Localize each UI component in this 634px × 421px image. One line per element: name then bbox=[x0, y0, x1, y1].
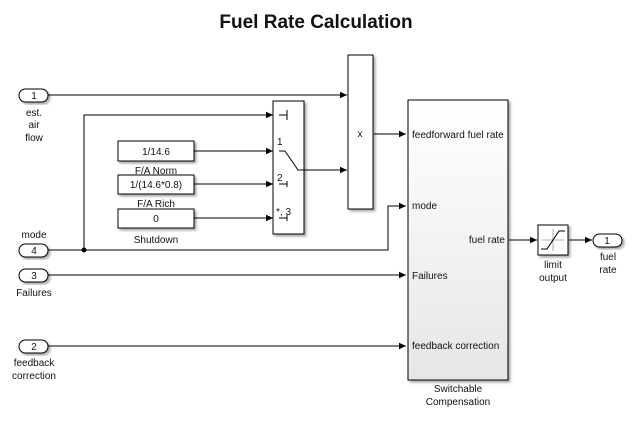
constant-block-3[interactable]: 0 Shutdown bbox=[117, 208, 195, 246]
outport-label: rate bbox=[599, 265, 617, 276]
constant-label: F/A Norm bbox=[135, 166, 177, 177]
constant-value: 1/14.6 bbox=[142, 147, 170, 158]
port-label-mode: mode bbox=[412, 201, 437, 212]
inport-number: 1 bbox=[31, 91, 37, 102]
constant-block-2[interactable]: 1/(14.6*0.8) F/A Rich bbox=[117, 174, 195, 210]
outport-fuel-rate[interactable]: 1 fuel rate bbox=[592, 233, 623, 276]
inport-number: 4 bbox=[31, 246, 37, 257]
constant-value: 1/(14.6*0.8) bbox=[130, 180, 182, 191]
saturation-label: output bbox=[539, 273, 567, 284]
switch-port-label: 2 bbox=[277, 173, 283, 184]
switch-port-label: 1 bbox=[277, 137, 283, 148]
diagram-title: Fuel Rate Calculation bbox=[219, 12, 412, 33]
product-block[interactable]: x bbox=[347, 54, 374, 210]
saturation-block[interactable]: limit output bbox=[537, 224, 569, 284]
inport-label: Failures bbox=[16, 288, 52, 299]
inport-label: correction bbox=[12, 371, 56, 382]
outport-label: fuel bbox=[600, 252, 616, 263]
constant-block-1[interactable]: 1/14.6 F/A Norm bbox=[117, 140, 195, 177]
branch-point bbox=[81, 247, 87, 253]
inport-number: 3 bbox=[31, 271, 37, 282]
port-label-feedforward: feedforward fuel rate bbox=[412, 130, 504, 141]
signal-lines bbox=[48, 91, 592, 350]
saturation-curve-icon bbox=[541, 230, 565, 250]
inport-number: 2 bbox=[31, 342, 37, 353]
product-symbol: x bbox=[358, 129, 363, 140]
saturation-label: limit bbox=[544, 260, 562, 271]
port-label-feedback: feedback correction bbox=[412, 341, 499, 352]
switch-arm bbox=[284, 150, 305, 171]
wire-mode-to-switch bbox=[83, 111, 273, 250]
subsystem-name: Compensation bbox=[426, 397, 490, 408]
inport-feedback-correction[interactable]: 2 feedback correction bbox=[12, 339, 56, 382]
inport-mode[interactable]: mode 4 bbox=[18, 230, 49, 258]
port-label-fuel-rate: fuel rate bbox=[469, 235, 506, 246]
inport-failures[interactable]: 3 Failures bbox=[16, 268, 52, 299]
subsystem-name: Switchable bbox=[434, 384, 483, 395]
inport-label: feedback bbox=[14, 358, 56, 369]
constant-value: 0 bbox=[153, 214, 159, 225]
constant-label: F/A Rich bbox=[137, 199, 175, 210]
wire-mode-to-compensation bbox=[48, 202, 406, 251]
port-label-failures: Failures bbox=[412, 271, 448, 282]
outport-number: 1 bbox=[604, 236, 610, 247]
inport-label: mode bbox=[21, 230, 46, 241]
inport-label: flow bbox=[25, 133, 44, 144]
constant-label: Shutdown bbox=[134, 235, 178, 246]
switch-port-label: *, 3 bbox=[276, 207, 291, 218]
inport-label: est. bbox=[26, 108, 42, 119]
switchable-compensation-subsystem[interactable]: feedforward fuel rate mode Failures feed… bbox=[407, 99, 509, 408]
multiport-switch[interactable]: 1 2 *, 3 bbox=[272, 100, 305, 235]
inport-est-air-flow[interactable]: 1 est. air flow bbox=[18, 88, 49, 144]
inport-label: air bbox=[28, 120, 40, 131]
